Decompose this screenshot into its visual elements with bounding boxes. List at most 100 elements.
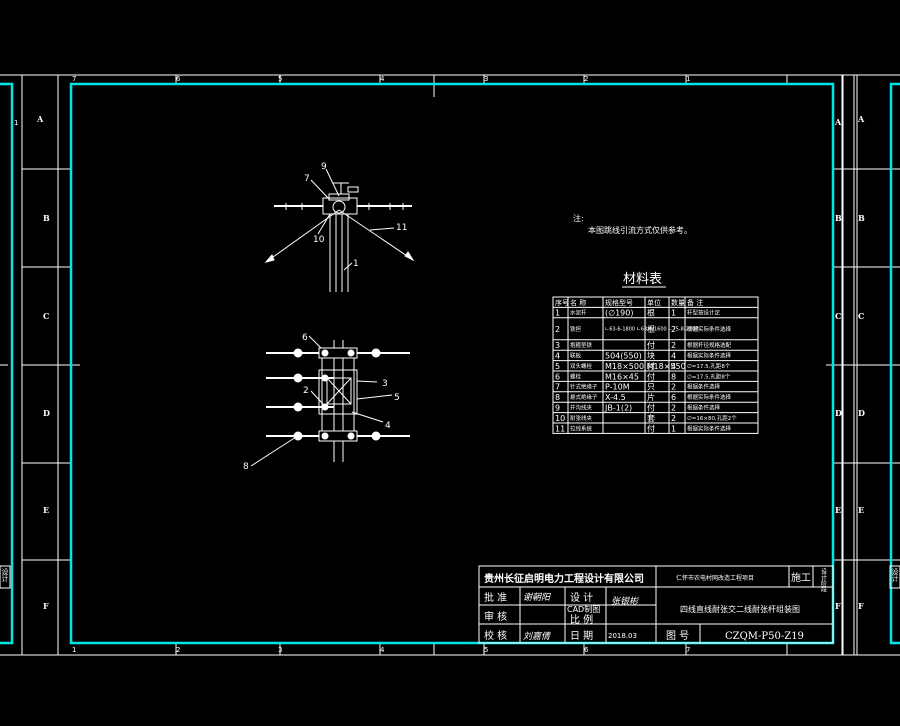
table-cell: 11 — [555, 424, 565, 433]
left-row-letters: A B C D E F — [36, 114, 50, 611]
table-cell: 1 — [671, 424, 676, 433]
table-cell: 抱箍垫铁 — [570, 341, 593, 349]
approve-signature: 谢朝阳 — [523, 592, 551, 603]
note-title: 注: — [573, 213, 584, 223]
table-cell: 套 — [647, 413, 655, 423]
row-letter: F — [858, 601, 864, 611]
callout-label: 11 — [396, 223, 407, 233]
side-label-boxes — [0, 565, 900, 589]
table-cell: M16×45 — [605, 372, 639, 381]
side-label-right: 设计 — [891, 567, 899, 583]
project-name: 仁怀市农电村网改造工程项目 — [676, 574, 754, 582]
title-block-grid — [478, 565, 834, 644]
figure-number-label: 图 号 — [666, 630, 689, 642]
check-label: 校 核 — [484, 629, 507, 642]
table-cell: 8 — [671, 372, 676, 381]
table-cell: 根 — [647, 324, 655, 334]
ruler-number: 6 — [584, 646, 589, 654]
table-cell: 付 — [647, 340, 655, 350]
callout-label: 5 — [394, 393, 400, 403]
table-cell: 并沟线夹 — [570, 404, 593, 412]
table-cell: 2 — [671, 325, 676, 334]
approve-label: 批 准 — [484, 591, 507, 604]
table-cell: 付 — [647, 423, 655, 433]
table-cell: ∅=16×80,孔距2个 — [687, 414, 737, 422]
row-letter: E — [835, 505, 841, 515]
callout-label: 8 — [243, 462, 249, 472]
table-cell: ∅=17.5,孔距8个 — [687, 372, 731, 380]
ruler-number: 4 — [380, 646, 385, 654]
table-cell: ∅=17.5,孔距8个 — [687, 362, 731, 370]
ruler-number: 6 — [176, 75, 181, 83]
ruler-number: 4 — [380, 75, 385, 83]
design-signature: 张银彬 — [611, 596, 640, 607]
design-stage: 施工 — [791, 571, 811, 584]
ruler-number: 3 — [278, 646, 282, 654]
table-cell: 6 — [671, 393, 676, 402]
design-label: 设 计 — [570, 591, 593, 604]
table-cell: 水泥杆 — [570, 309, 587, 317]
callout-label: 10 — [313, 235, 325, 245]
outer-frame — [0, 74, 900, 656]
callout-label: 1 — [353, 259, 359, 269]
table-cell: 双头螺栓 — [570, 362, 593, 370]
top-view-callouts: 9 7 10 11 1 — [304, 162, 407, 269]
table-cell: 8 — [555, 393, 560, 402]
table-cell: 根据实际条件选择 — [687, 352, 732, 360]
table-cell: JB-1(2) — [604, 403, 632, 412]
front-view-callouts: 6 2 3 5 4 8 — [243, 333, 400, 472]
table-cell: M18×500 M18×550 — [605, 362, 686, 371]
table-cell: 根据杆径规格选配 — [687, 341, 732, 349]
table-cell: 2 — [671, 341, 676, 350]
ruler-number: 1 — [72, 646, 76, 654]
table-cell: 联板 — [570, 352, 582, 360]
row-letter: C — [858, 311, 864, 321]
table-cell: 杆型按设计定 — [687, 309, 721, 317]
row-letter: C — [835, 311, 841, 321]
scale-label: 比 例 — [570, 613, 593, 626]
table-cell: 10 — [555, 414, 565, 423]
table-cell: 根 — [647, 308, 655, 318]
figure-number: CZQM-P50-Z19 — [725, 631, 804, 642]
callout-label: 2 — [303, 386, 309, 396]
ruler-number: 2 — [584, 75, 588, 83]
table-cell: 7 — [555, 383, 560, 392]
row-letter: B — [858, 213, 865, 223]
table-cell: 2 — [555, 325, 560, 334]
table-cell: 根据实际条件选择 — [687, 424, 732, 432]
date-value: 2018.03 — [608, 632, 637, 640]
bottom-ruler: 1 2 3 4 5 6 7 — [72, 646, 690, 654]
side-label-left: 设计 — [1, 567, 9, 583]
cyan-border — [0, 82, 900, 645]
table-cell: 付 — [647, 361, 655, 371]
check-signature: 刘嘉倩 — [523, 631, 552, 642]
table-cell: 铁担 — [570, 325, 582, 333]
table-header-cell: 数量 — [671, 298, 685, 307]
ruler-number: 3 — [484, 75, 488, 83]
table-cell: 9 — [555, 403, 560, 412]
row-letter: F — [835, 601, 841, 611]
row-letter: A — [857, 114, 865, 124]
callout-label: 4 — [385, 421, 391, 431]
row-letter: E — [858, 505, 864, 515]
ruler-number: 7 — [686, 646, 690, 654]
callout-label: 3 — [382, 379, 388, 389]
table-cell: P-10M — [605, 383, 630, 392]
table-cell: 悬式绝缘子 — [570, 393, 598, 401]
table-cell: 根据条件选择 — [687, 383, 721, 391]
table-cell: ∟63-6-1800 ∟63-6-1600 ∟75-8-2100 — [605, 327, 698, 333]
ruler-number: 7 — [72, 75, 76, 83]
row-letter: B — [43, 213, 50, 223]
row-letter: D — [835, 408, 842, 418]
row-letter: D — [858, 408, 865, 418]
right-row-letters: A B C D E F A B C D E F — [834, 114, 865, 611]
callout-label: 7 — [304, 174, 310, 184]
table-cell: 拉线系统 — [570, 424, 593, 432]
table-cell: 根据条件选择 — [687, 404, 721, 412]
table-cell: 504(550) — [605, 351, 642, 360]
table-cell: 针式绝缘子 — [570, 383, 598, 391]
ruler-number: 5 — [484, 646, 488, 654]
table-cell: 4 — [671, 362, 676, 371]
